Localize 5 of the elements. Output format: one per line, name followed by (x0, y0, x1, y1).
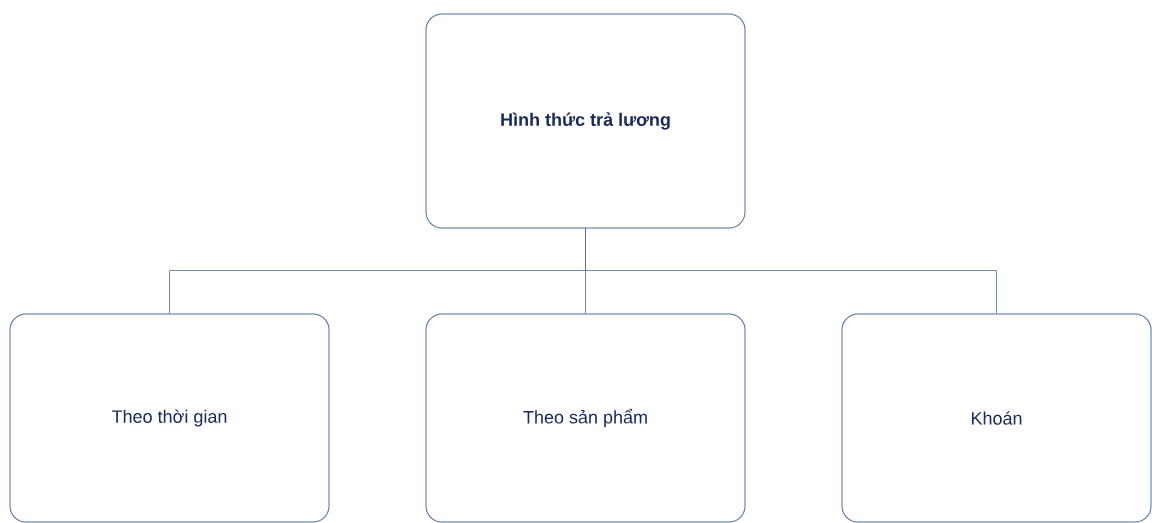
box: Theo thời gian (9, 313, 330, 523)
box: Khoán (841, 313, 1152, 523)
box: Hình thức trả lương (425, 13, 746, 229)
connector-line (585, 228, 997, 314)
box: Theo sản phẩm (425, 313, 746, 523)
